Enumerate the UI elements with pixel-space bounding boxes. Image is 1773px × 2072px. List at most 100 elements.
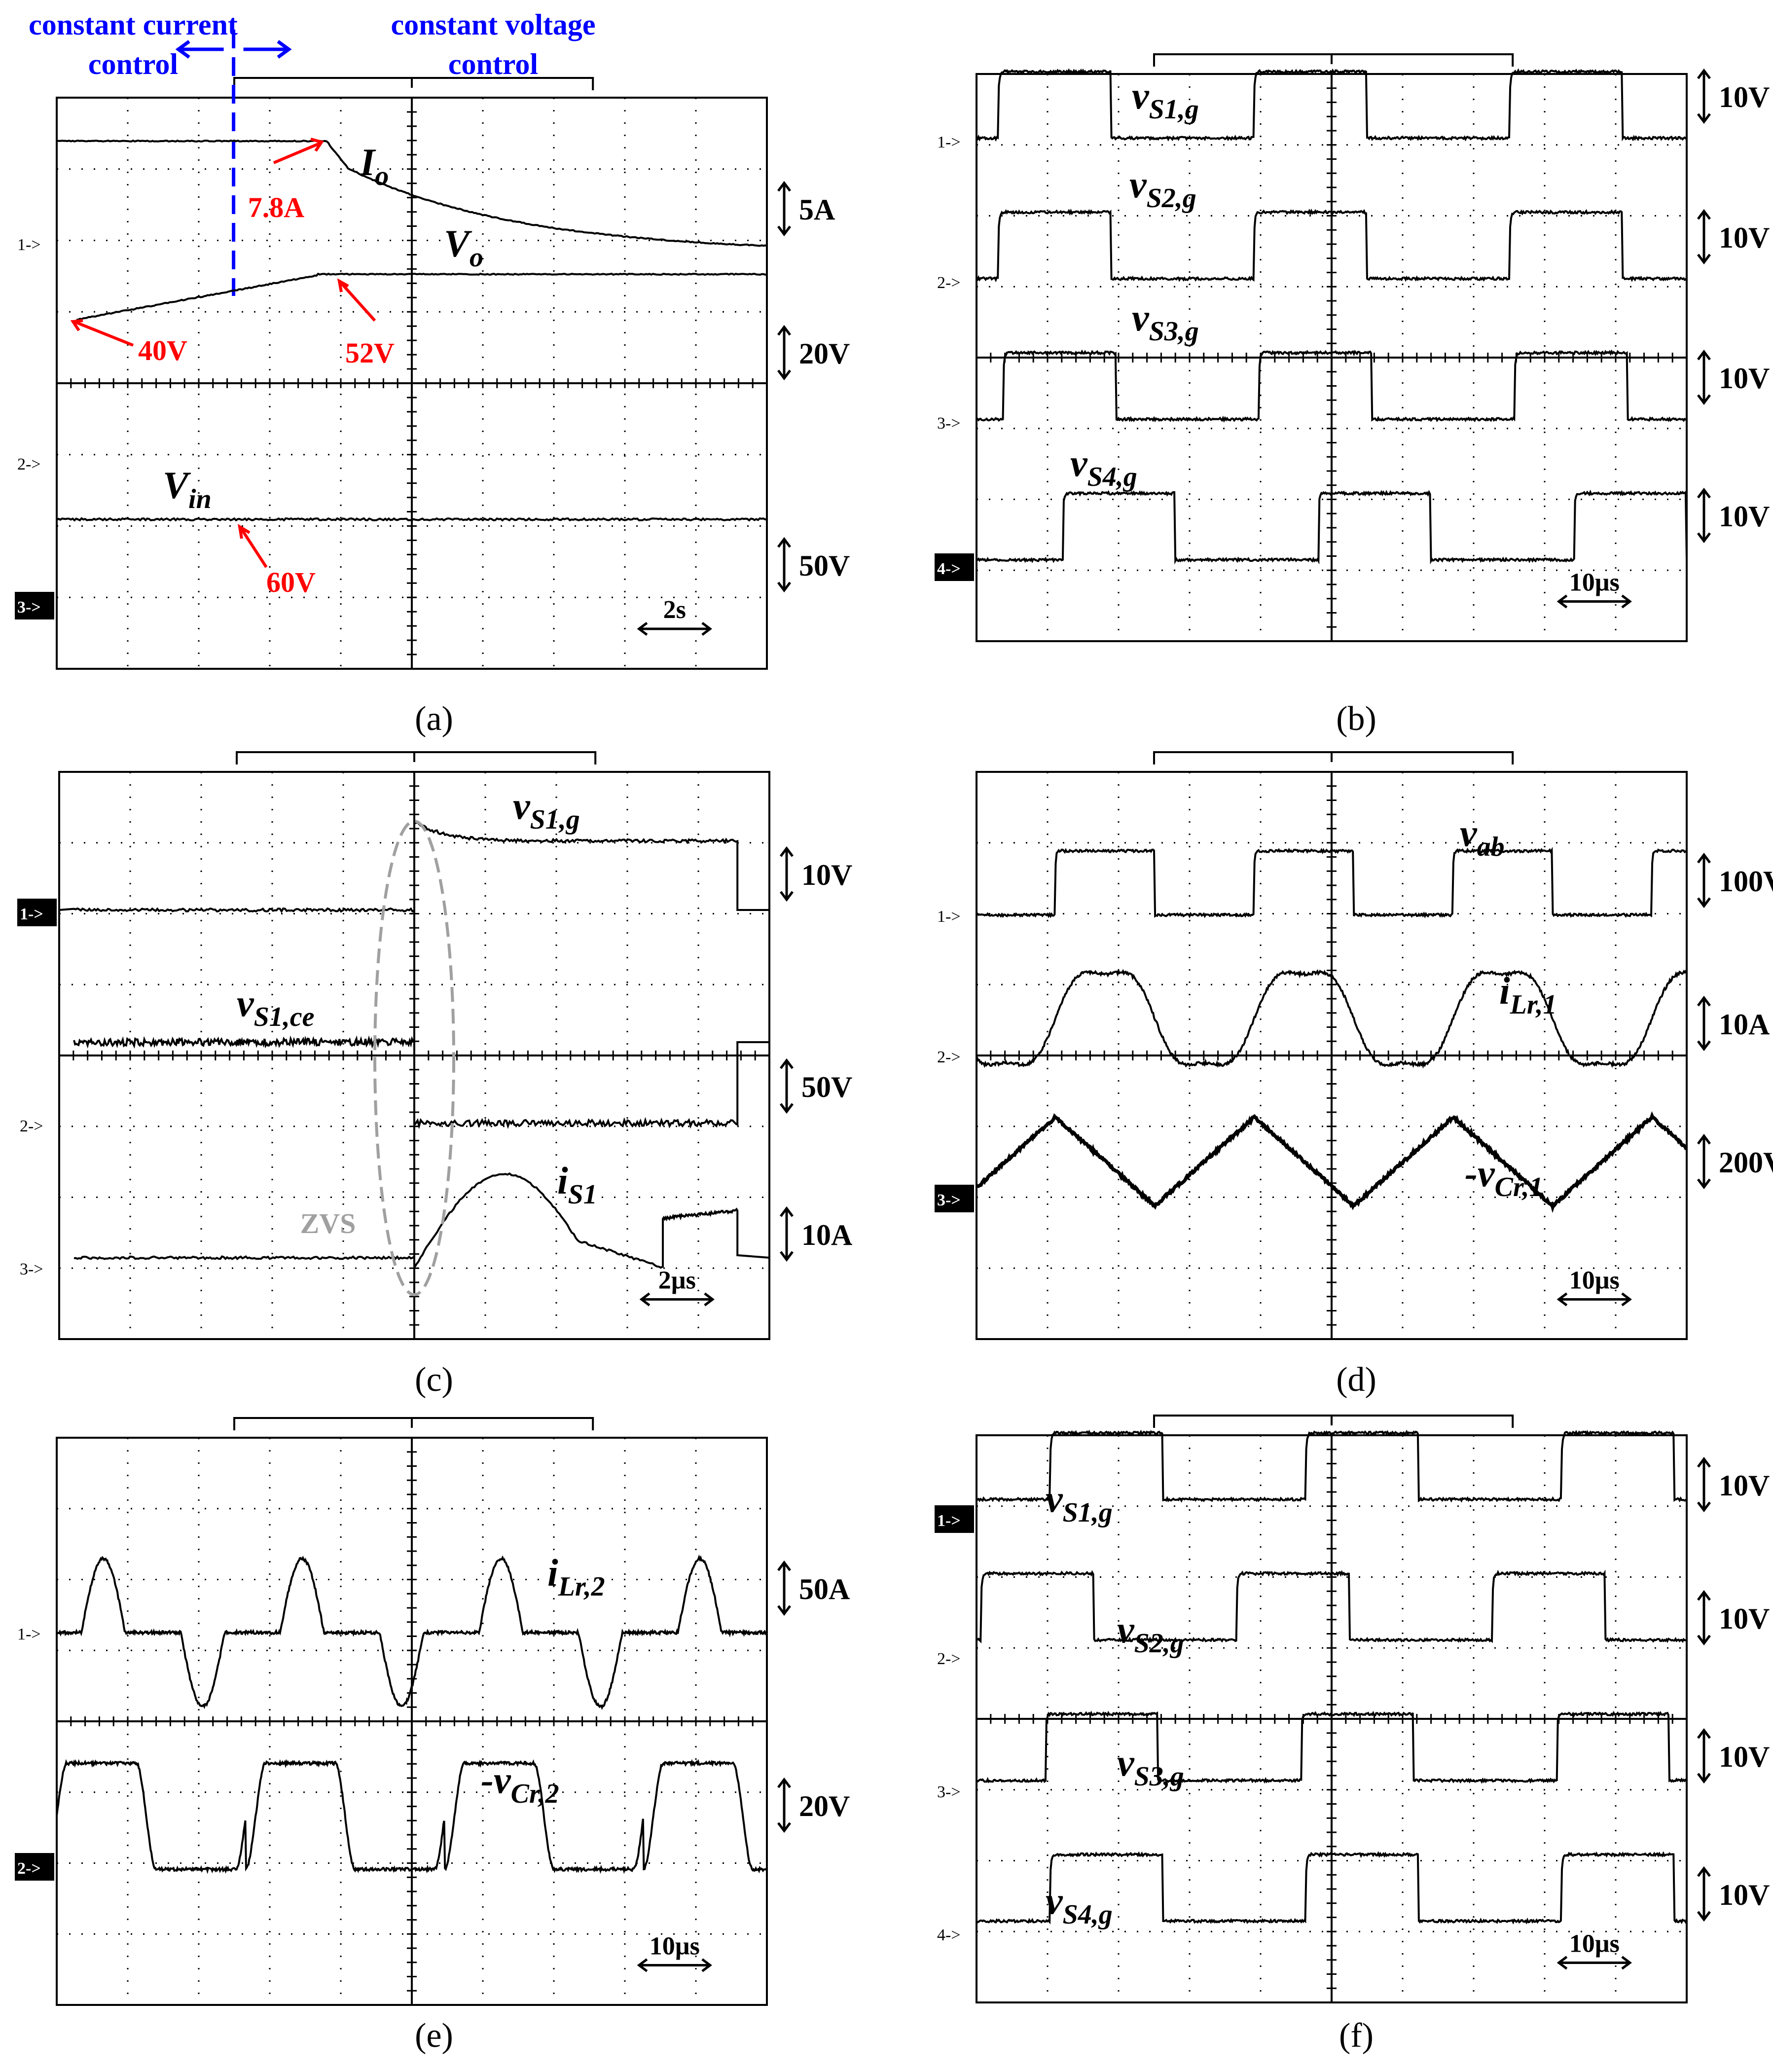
annotation-cv: constant voltage [391, 8, 596, 41]
trace-label-vin: Vin [163, 464, 212, 514]
arrow-52v [339, 281, 375, 321]
channel-marker: 2-> [937, 1650, 961, 1668]
scale-label: 50V [801, 1071, 852, 1103]
trace-label-gate-1: vS1,g [1046, 1477, 1113, 1528]
channel-marker: 4-> [937, 560, 961, 578]
time-scale-label: 2s [663, 596, 686, 624]
annotation-cc: control [88, 48, 178, 80]
scale-arrow [781, 1060, 793, 1112]
channel-marker: 4-> [937, 1926, 961, 1944]
panel-caption: (b) [1336, 700, 1376, 738]
scale-arrow [781, 1208, 793, 1260]
annotation-52v: 52V [345, 337, 395, 369]
annotation-40v: 40V [138, 334, 187, 366]
scale-label: 200V [1719, 1146, 1773, 1179]
time-scale-label: 2µs [658, 1267, 696, 1295]
scale-label: 10V [1719, 1741, 1770, 1773]
trace-is1 [74, 1173, 769, 1268]
time-scale-arrow [639, 1960, 710, 1971]
trace-label-vo: Vo [444, 222, 483, 273]
scale-arrow [1698, 855, 1710, 906]
scale-label: 10V [1719, 221, 1770, 254]
trigger-bracket [234, 1418, 593, 1430]
trace-label-gate-3: vS3,g [1117, 1741, 1184, 1792]
trace-label-vcr2: -vCr,2 [481, 1758, 559, 1809]
scale-label: 10V [1719, 81, 1770, 113]
scale-arrow [778, 183, 790, 234]
scale-label: 10V [1719, 1469, 1770, 1502]
trigger-bracket [1154, 1416, 1513, 1428]
scale-label: 10V [1719, 500, 1770, 533]
trace-label-gate-2: vS2,g [1117, 1608, 1184, 1659]
time-scale-arrow [1559, 1294, 1630, 1306]
panel-e: iLr,2-vCr,21->2->50A20V10µs(e) [15, 1418, 850, 2055]
scale-arrow [1698, 1136, 1710, 1187]
trace-label-vab: vab [1460, 811, 1505, 862]
trace-vs1ce [74, 1039, 769, 1126]
scale-arrow [778, 539, 790, 590]
panel-d: vabiLr,1-vCr,11->2->3->100V10A200V10µs(d… [935, 752, 1773, 1399]
arrow-60v [240, 527, 266, 567]
channel-marker: 1-> [937, 908, 961, 926]
scale-label: 10V [1719, 362, 1770, 395]
trace-label-vcr1: -vCr,1 [1465, 1152, 1543, 1202]
scale-arrow [1698, 71, 1710, 122]
arrow-7-8a [274, 139, 322, 163]
trace-label-is1: iS1 [557, 1159, 597, 1210]
channel-marker: 3-> [20, 1260, 43, 1278]
trace-vo [76, 274, 767, 320]
scale-arrow [778, 1780, 790, 1831]
trace-label-vs1ce: vS1,ce [237, 981, 314, 1032]
scale-label: 10V [1719, 1602, 1770, 1635]
scale-label: 20V [799, 337, 850, 370]
trigger-bracket [237, 752, 595, 764]
trigger-bracket [1154, 752, 1513, 764]
scale-label: 50A [799, 1573, 850, 1605]
channel-marker: 2-> [17, 455, 41, 473]
time-scale-label: 10µs [1569, 569, 1620, 597]
scale-arrow [778, 1563, 790, 1614]
trigger-bracket [234, 78, 593, 90]
channel-marker: 2-> [17, 1859, 41, 1878]
panel-caption: (e) [415, 2017, 453, 2055]
scale-label: 10V [801, 859, 852, 891]
annotation-7-8a: 7.8A [248, 191, 305, 223]
panel-caption: (f) [1339, 2017, 1374, 2055]
channel-marker: 1-> [17, 236, 41, 254]
scale-arrow [1698, 352, 1710, 403]
annotation-cv: control [448, 48, 538, 80]
scale-label: 10A [1719, 1008, 1770, 1041]
scale-label: 10V [1719, 1879, 1770, 1911]
scale-label: 20V [799, 1790, 850, 1822]
scale-arrow [781, 848, 793, 900]
time-scale-arrow [642, 1294, 713, 1306]
trace-label-ilr2: iLr,2 [547, 1551, 605, 1602]
panel-f: vS1,g1->10VvS2,g2->10VvS3,g3->10VvS4,g4-… [935, 1416, 1770, 2055]
channel-marker: 2-> [937, 1048, 961, 1066]
scale-arrow [1698, 490, 1710, 541]
channel-marker: 3-> [937, 1783, 961, 1801]
scale-label: 100V [1719, 865, 1773, 898]
scale-label: 50V [799, 549, 850, 582]
channel-marker: 3-> [937, 1191, 961, 1209]
trace-label-io: Io [360, 141, 389, 191]
time-scale-arrow [1559, 596, 1630, 608]
scale-arrow [1698, 211, 1710, 262]
trace-vs1g [59, 822, 769, 911]
trace-label-gate-3: vS3,g [1132, 296, 1199, 347]
panel-caption: (d) [1336, 1361, 1376, 1399]
trace-label-vs1g: vS1,g [513, 784, 580, 835]
time-scale-arrow [639, 623, 710, 635]
trace-label-gate-1: vS1,g [1132, 74, 1199, 125]
channel-marker: 3-> [937, 414, 961, 433]
panel-a: constant currentcontrolconstant voltagec… [15, 8, 850, 738]
channel-marker: 3-> [17, 598, 41, 617]
arrow-40v [73, 321, 133, 345]
time-scale-arrow [1559, 1957, 1630, 1969]
scale-arrow [1698, 1730, 1710, 1781]
scale-arrow [778, 327, 790, 378]
channel-marker: 2-> [937, 274, 961, 292]
time-scale-label: 10µs [1569, 1267, 1620, 1295]
time-scale-label: 10µs [1569, 1930, 1620, 1958]
